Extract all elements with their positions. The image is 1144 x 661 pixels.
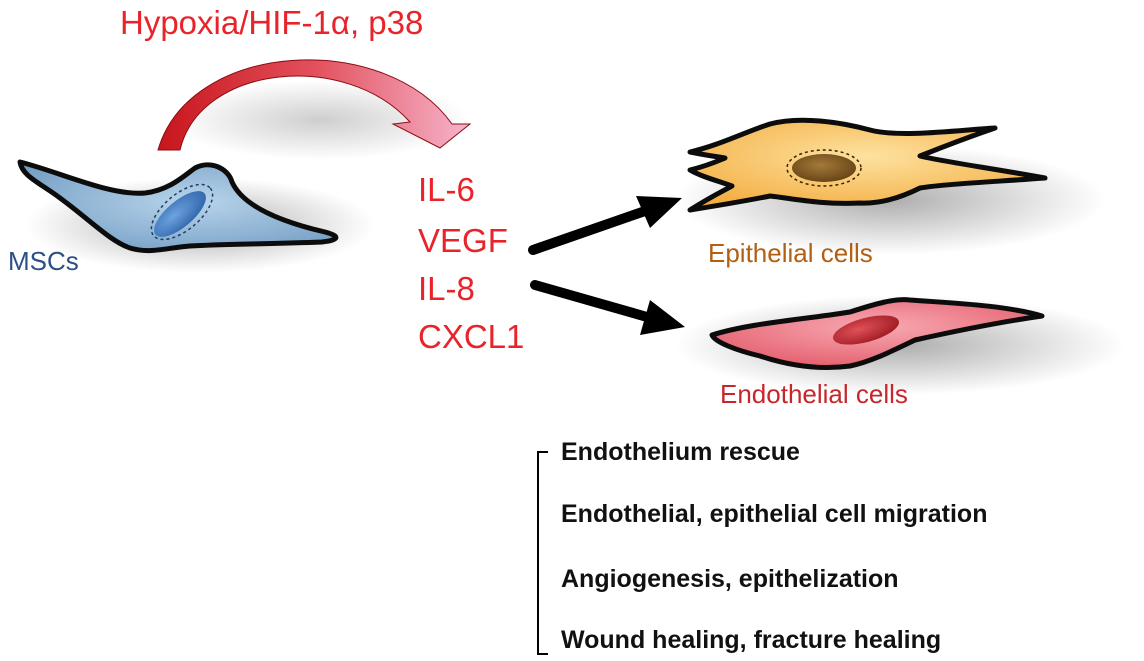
- outcome-bracket: [537, 451, 548, 655]
- epithelial-nucleus: [792, 154, 856, 182]
- endothelial-nucleus: [833, 315, 899, 345]
- curved-arrow: [157, 59, 472, 151]
- msc-label: MSCs: [8, 246, 79, 276]
- epithelial-cell-body: [687, 117, 1048, 213]
- factor-vegf: VEGF: [418, 222, 508, 259]
- msc-cell: [17, 159, 339, 254]
- msc-nucleus-outline: [150, 183, 214, 241]
- epithelial-nucleus-outline: [786, 149, 862, 187]
- outcome-endothelium-rescue: Endothelium rescue: [561, 438, 800, 466]
- epithelial-cell: [687, 117, 1048, 213]
- endothelial-cell: [709, 297, 1045, 370]
- msc-nucleus: [154, 191, 206, 237]
- epithelial-cells-label: Epithelial cells: [708, 238, 873, 268]
- stimulus-label: Hypoxia/HIF-1α, p38: [120, 4, 424, 41]
- arrow-to-endothelial: [530, 280, 685, 335]
- endothelial-cells-label: Endothelial cells: [720, 379, 908, 409]
- arrow-to-epithelial: [528, 196, 682, 255]
- outcome-wound-healing: Wound healing, fracture healing: [561, 626, 942, 654]
- factor-il6: IL-6: [418, 171, 475, 208]
- outcome-cell-migration: Endothelial, epithelial cell migration: [561, 500, 988, 528]
- factor-cxcl1: CXCL1: [418, 318, 525, 355]
- outcome-angiogenesis: Angiogenesis, epithelization: [561, 565, 899, 593]
- factor-il8: IL-8: [418, 270, 475, 307]
